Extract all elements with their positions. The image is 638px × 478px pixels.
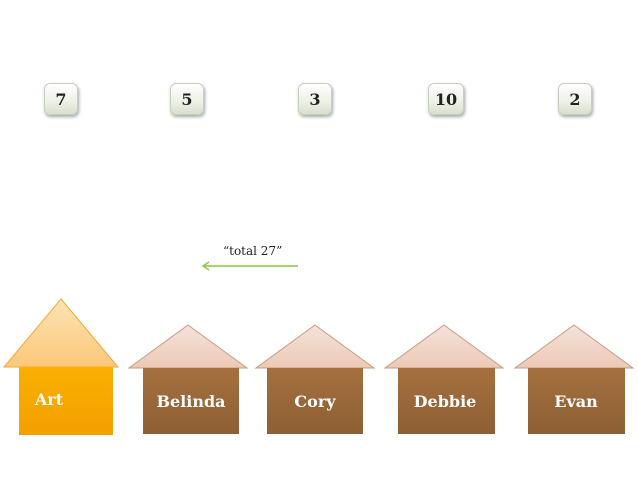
number-tile-cory: 3 (298, 83, 332, 115)
house-evan: Evan (514, 324, 636, 438)
house-belinda-shape (127, 324, 249, 434)
house-cory-shape (254, 324, 376, 434)
house-cory: Cory (254, 324, 376, 438)
number-tile-belinda: 5 (170, 83, 204, 115)
house-debbie: Debbie (384, 324, 506, 438)
number-tile-debbie: 10 (428, 83, 464, 115)
total-note: “total 27” (223, 244, 283, 258)
house-evan-label: Evan (554, 392, 598, 411)
number-tile-evan: 2 (558, 83, 592, 115)
house-belinda: Belinda (127, 324, 249, 438)
house-art-shape (2, 298, 120, 435)
house-debbie-shape (384, 324, 505, 434)
number-tile-art: 7 (44, 83, 78, 115)
house-art-label: Art (34, 390, 64, 409)
house-belinda-label: Belinda (156, 392, 226, 411)
house-art: Art (2, 298, 120, 438)
house-cory-label: Cory (294, 392, 336, 411)
house-debbie-label: Debbie (413, 392, 477, 411)
house-evan-shape (514, 324, 635, 434)
left-arrow-icon (201, 261, 298, 271)
